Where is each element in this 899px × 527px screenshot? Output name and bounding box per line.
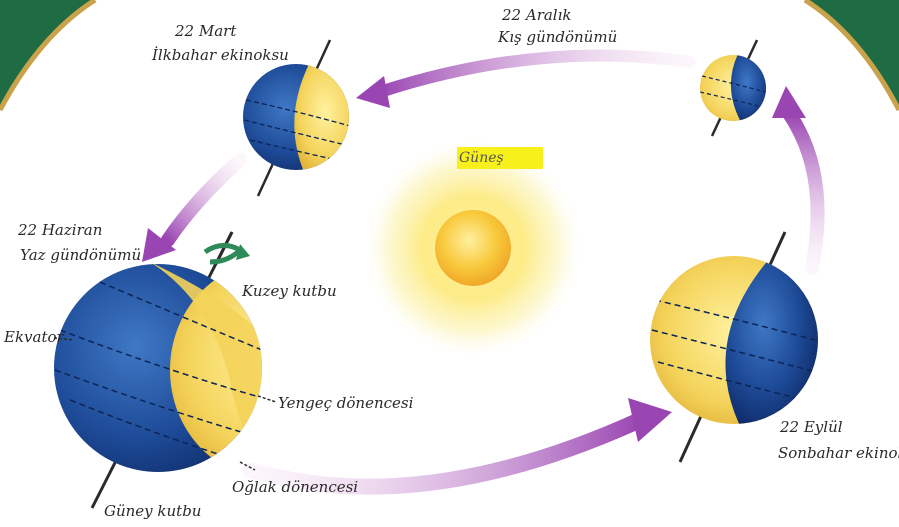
march-date-label: 22 Mart: [175, 20, 236, 42]
june-name-label: Yaz gündönümü: [20, 244, 141, 266]
december-date-label: 22 Aralık: [502, 4, 572, 26]
tropic-cancer-label: Yengeç dönencesi: [278, 392, 413, 414]
south-pole-label: Güney kutbu: [104, 500, 201, 522]
earth-june: [40, 232, 370, 508]
earth-december: [698, 40, 770, 136]
september-date-label: 22 Eylül: [780, 416, 843, 438]
north-pole-label: Kuzey kutbu: [242, 280, 337, 302]
december-name-label: Kış gündönümü: [498, 26, 617, 48]
equator-label: Ekvator: [4, 326, 64, 348]
sun: [361, 136, 585, 360]
june-date-label: 22 Haziran: [18, 219, 102, 241]
september-name-label: Sonbahar ekinoksu: [778, 442, 899, 464]
sun-label: Güneş: [457, 147, 543, 169]
tropic-capricorn-label: Oğlak dönencesi: [232, 476, 358, 498]
march-name-label: İlkbahar ekinoksu: [152, 44, 289, 66]
